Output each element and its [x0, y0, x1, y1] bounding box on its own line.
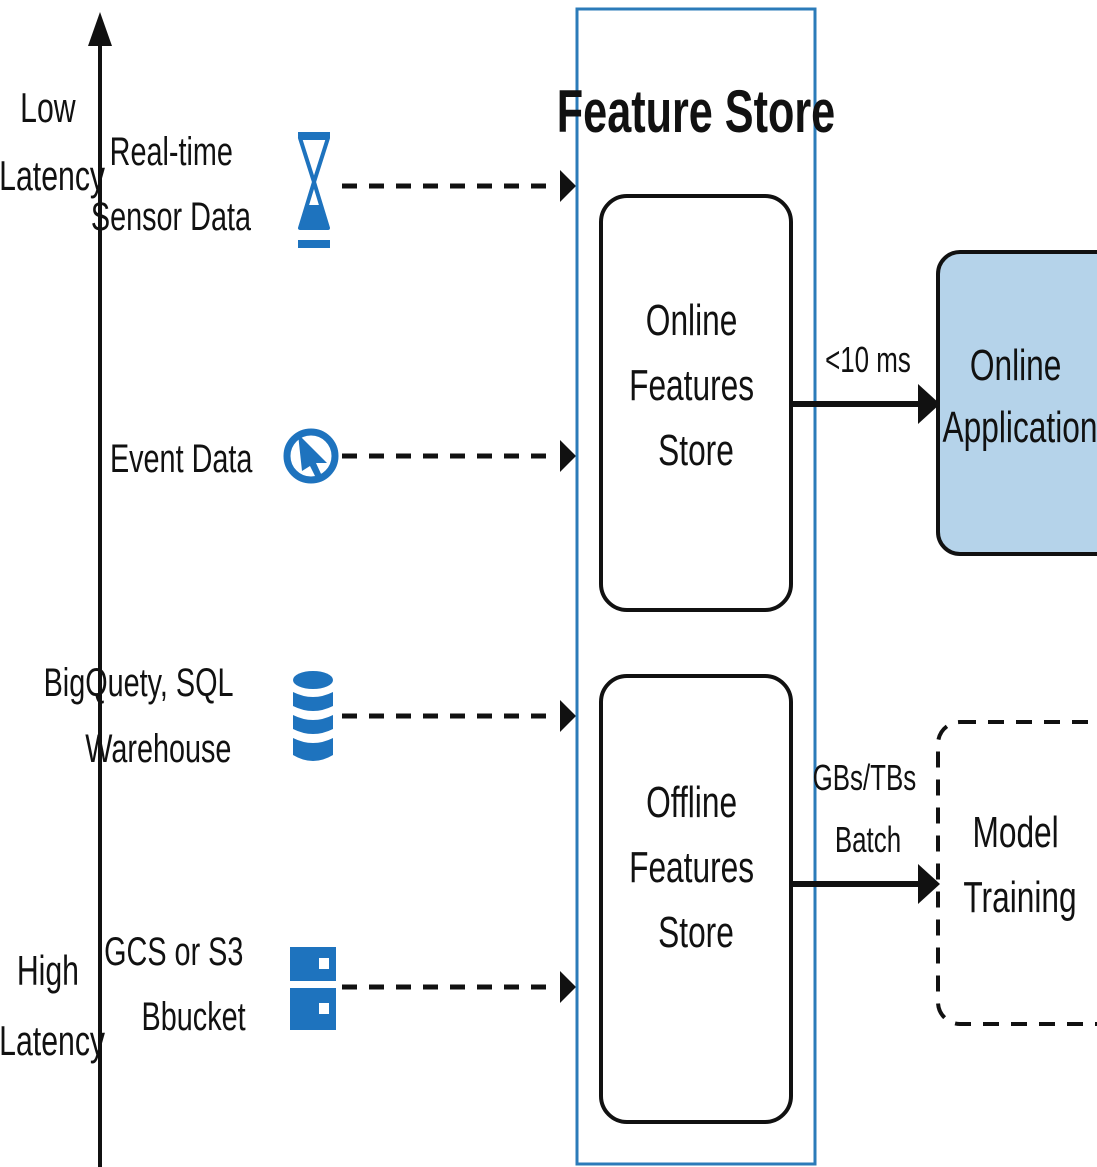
source-label-bucket: GCS or S3 Bbucket — [104, 929, 251, 1039]
source-label-sensor-data: Real-time Sensor Data — [91, 129, 252, 239]
online-application-box — [936, 250, 1097, 556]
database-icon — [293, 671, 333, 761]
feature-store-title: Feature Store — [557, 79, 835, 146]
offline-output-arrow — [791, 864, 940, 904]
source-label-warehouse: BigQuety, SQL Warehouse — [44, 660, 242, 771]
source-arrow-sensor-data — [342, 170, 576, 202]
offline-features-store-box — [599, 674, 793, 1124]
offline-batch-label: GBs/TBs Batch — [813, 758, 924, 860]
latency-axis — [88, 12, 112, 1167]
axis-label-high-latency: High Latency — [0, 947, 106, 1064]
online-latency-label: <10 ms — [825, 340, 911, 380]
model-training-label: Model Training — [963, 808, 1076, 922]
source-arrow-warehouse — [342, 700, 576, 732]
feature-store-container — [575, 7, 817, 1166]
cursor-icon — [283, 428, 339, 484]
offline-features-store-label: Offline Features Store — [629, 778, 763, 957]
online-output-arrow — [791, 384, 940, 424]
online-application-label: Online Application — [943, 341, 1097, 452]
online-features-store-label: Online Features Store — [629, 296, 763, 475]
source-label-event-data: Event Data — [110, 436, 253, 481]
axis-label-low-latency: Low Latency — [0, 84, 106, 199]
source-arrow-event-data — [342, 440, 576, 472]
server-icon — [290, 947, 336, 1030]
model-training-box — [936, 720, 1097, 1026]
source-arrow-bucket — [342, 971, 576, 1003]
hourglass-icon — [298, 132, 330, 248]
